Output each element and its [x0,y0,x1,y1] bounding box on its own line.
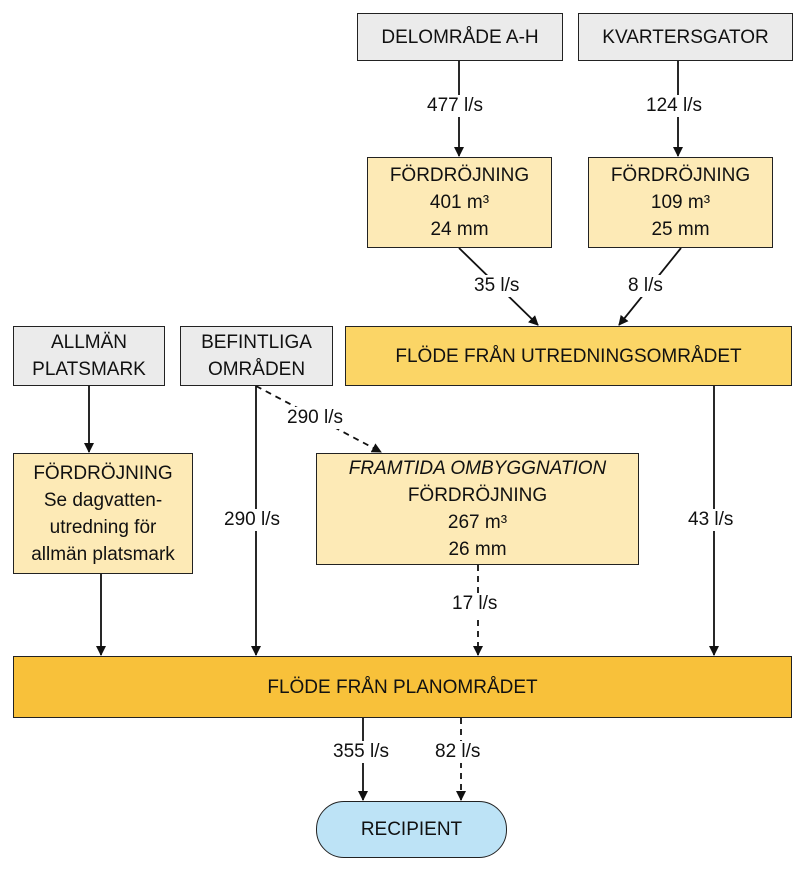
source-befintliga-line1: BEFINTLIGA [201,332,312,353]
retention-allman: FÖRDRÖJNING Se dagvatten- utredning för … [13,453,193,574]
source-allman-platsmark: ALLMÄN PLATSMARK [13,326,165,386]
retention-framtida-depth: 26 mm [448,539,507,560]
source-kvartersgator-label: KVARTERSGATOR [602,26,769,48]
rate-retention-a-out: 35 l/s [472,275,522,297]
retention-b: FÖRDRÖJNING 109 m³ 25 mm [588,157,773,248]
retention-allman-title: FÖRDRÖJNING [33,462,173,484]
rate-befintliga-down: 290 l/s [222,509,282,531]
retention-framtida-title: FÖRDRÖJNING [407,485,548,506]
recipient-box: RECIPIENT [316,801,507,858]
utredning-flow-label: FLÖDE FRÅN UTREDNINGSOMRÅDET [395,345,742,367]
utredning-flow-box: FLÖDE FRÅN UTREDNINGSOMRÅDET [345,326,792,386]
retention-b-title: FÖRDRÖJNING [610,165,751,186]
retention-a-volume: 401 m³ [429,192,490,213]
source-delomrade-label: DELOMRÅDE A-H [381,26,539,48]
retention-framtida: FRAMTIDA OMBYGGNATION FÖRDRÖJNING 267 m³… [316,453,639,565]
source-delomrade: DELOMRÅDE A-H [357,13,563,61]
retention-allman-line2: Se dagvatten- [43,489,163,511]
plan-flow-label: FLÖDE FRÅN PLANOMRÅDET [267,676,538,698]
source-allman-line2: PLATSMARK [32,359,146,380]
retention-b-volume: 109 m³ [650,192,711,213]
rate-plan-dashed: 82 l/s [433,741,483,763]
retention-allman-line4: allmän platsmark [31,543,175,565]
source-befintliga-line2: OMRÅDEN [207,359,306,380]
retention-a-depth: 24 mm [430,219,489,240]
rate-plan-solid: 355 l/s [331,741,391,763]
source-allman-line1: ALLMÄN [50,332,128,353]
retention-b-depth: 25 mm [651,219,710,240]
rate-befintliga-diagonal: 290 l/s [285,407,345,429]
retention-a: FÖRDRÖJNING 401 m³ 24 mm [367,157,552,248]
source-kvartersgator: KVARTERSGATOR [578,13,793,61]
rate-utredning-down: 43 l/s [686,509,736,531]
rate-delomrade-in: 477 l/s [425,95,485,117]
recipient-label: RECIPIENT [360,819,463,840]
plan-flow-box: FLÖDE FRÅN PLANOMRÅDET [13,656,792,718]
rate-kvarter-in: 124 l/s [644,95,704,117]
retention-framtida-volume: 267 m³ [447,512,508,533]
source-befintliga-omraden: BEFINTLIGA OMRÅDEN [180,326,333,386]
rate-framtida-out: 17 l/s [450,593,500,615]
retention-allman-line3: utredning för [49,516,157,538]
rate-retention-b-out: 8 l/s [626,275,665,297]
retention-a-title: FÖRDRÖJNING [389,165,530,186]
retention-framtida-subtitle: FRAMTIDA OMBYGGNATION [348,458,607,479]
